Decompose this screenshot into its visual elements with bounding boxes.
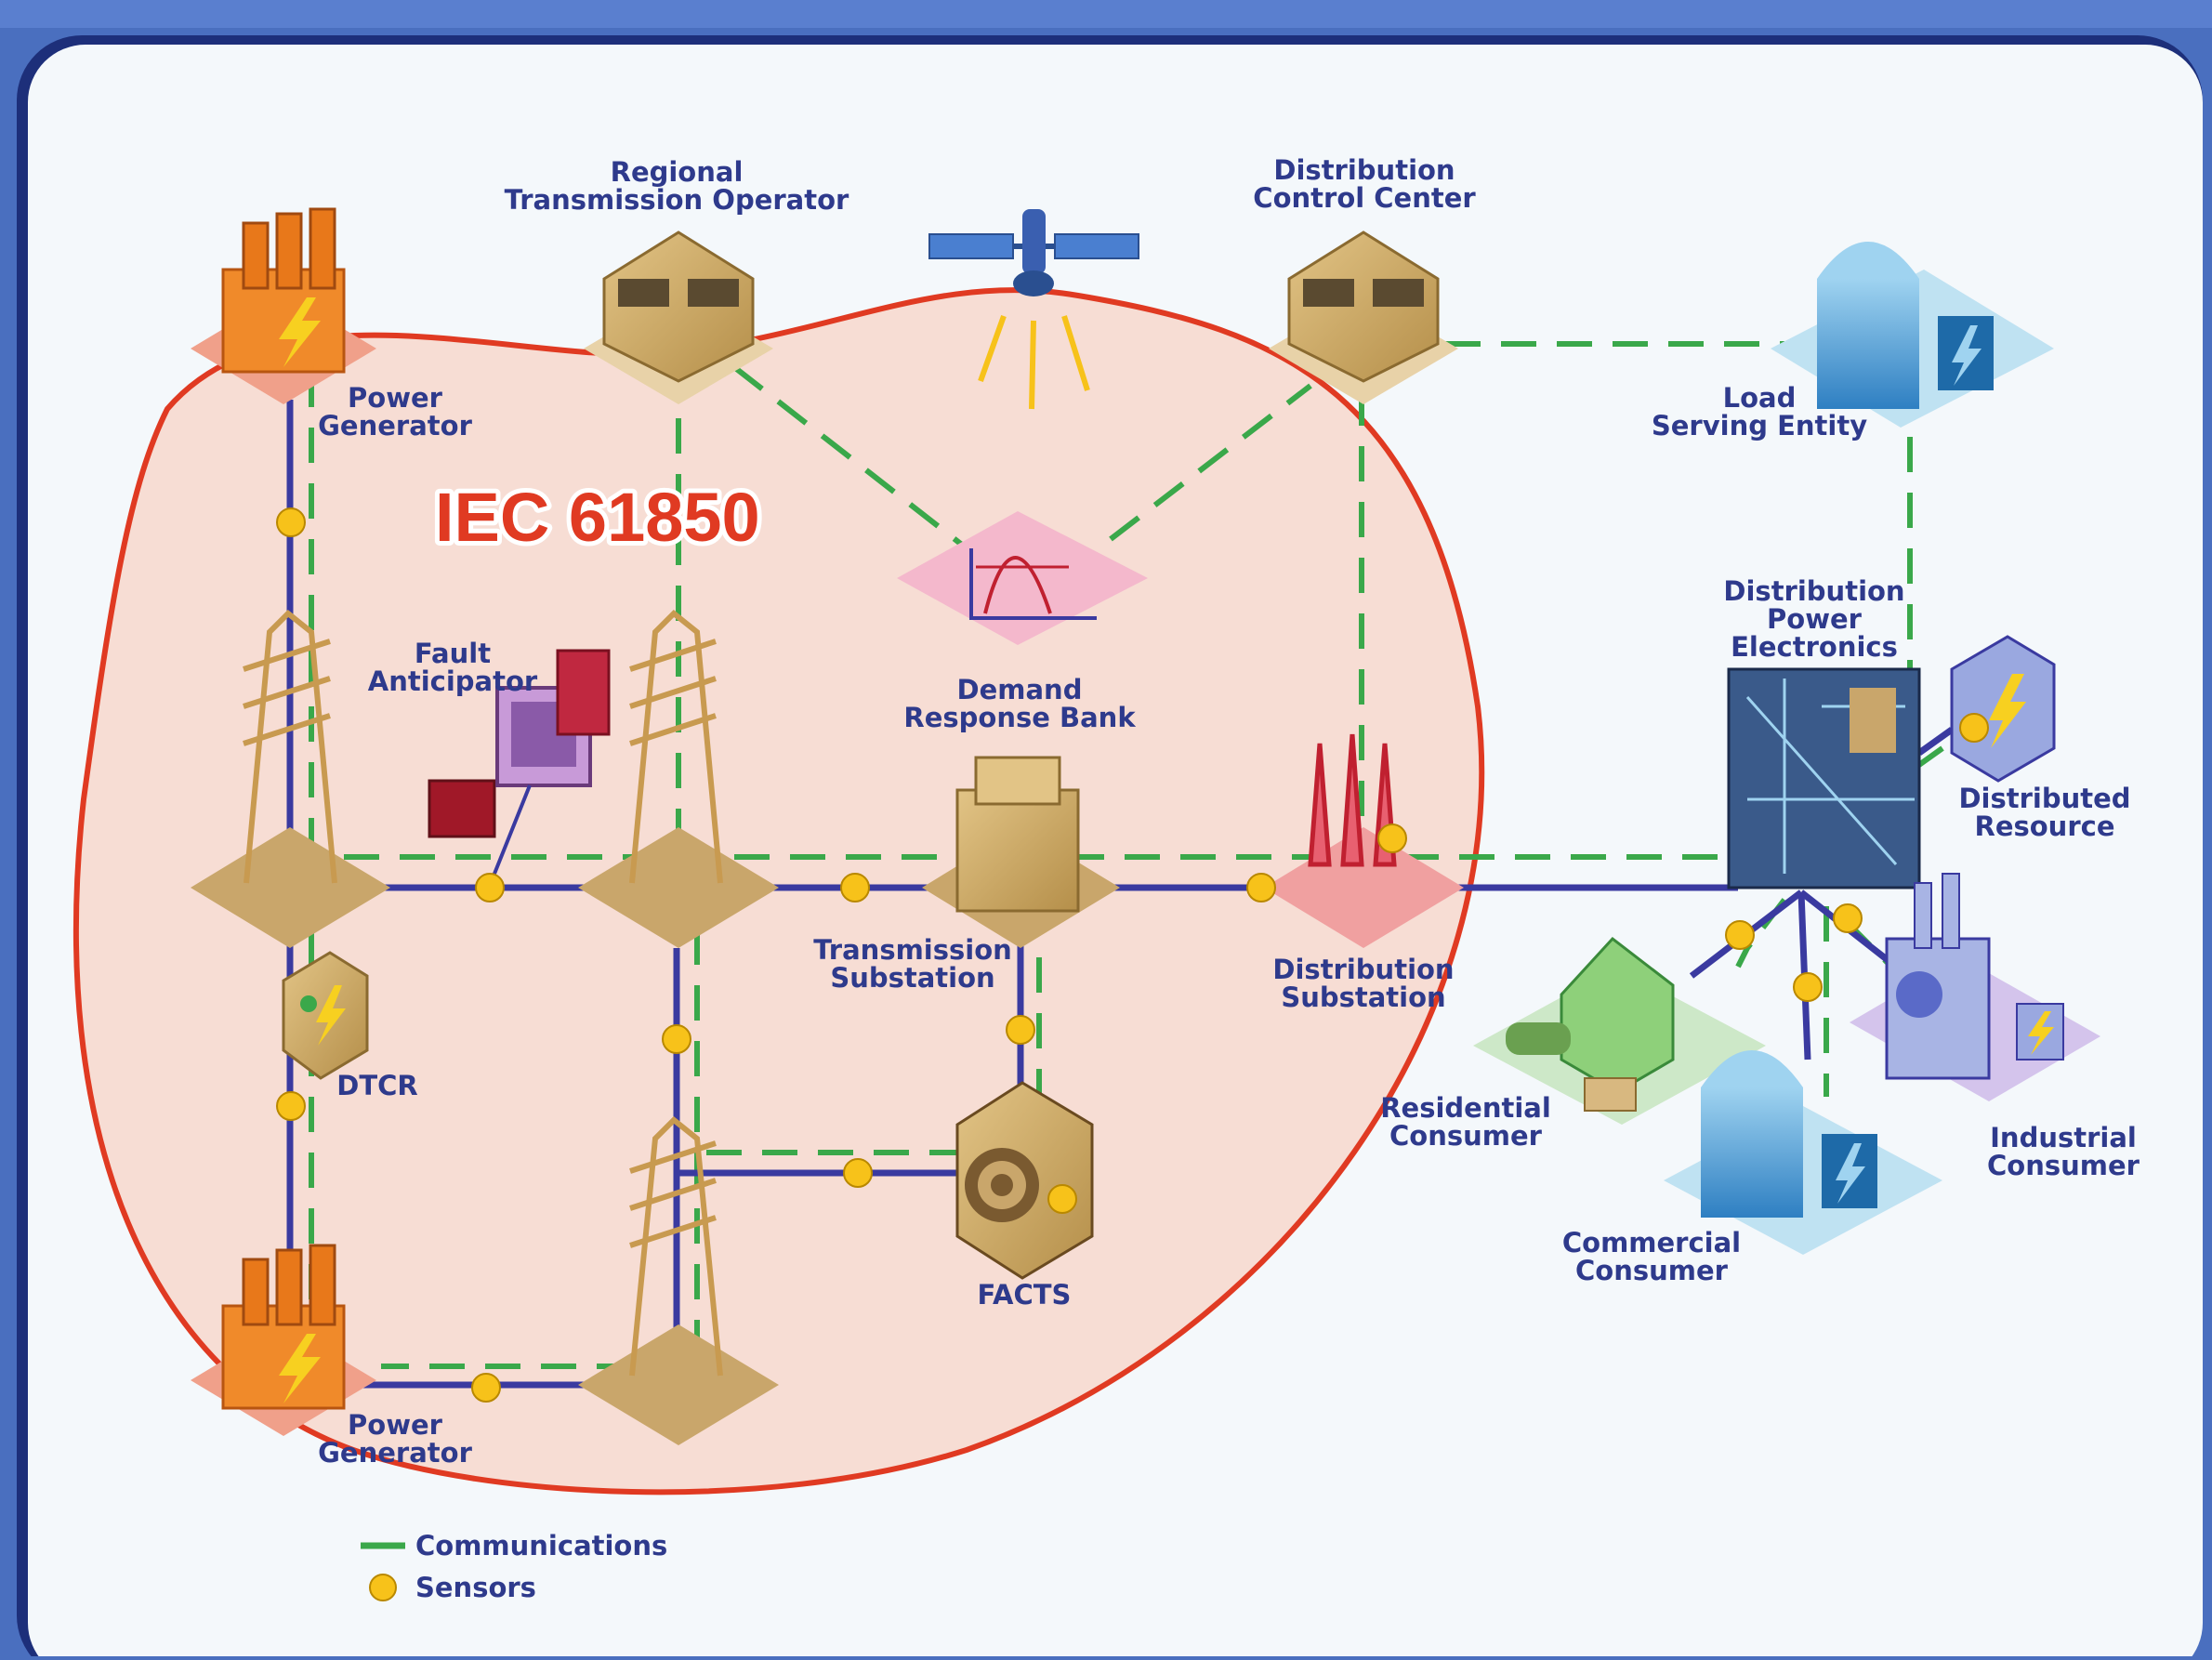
sensor-dot <box>1047 1184 1077 1214</box>
legend-communications-label: Communications <box>415 1530 667 1561</box>
power-generator-bottom-label-line2: Generator <box>318 1437 472 1469</box>
distribution-power-electronics-panel <box>1727 667 1921 889</box>
distribution-substation-label-line2: Substation <box>1281 982 1445 1013</box>
demand-response-bank-label-line2: Response Bank <box>903 702 1136 733</box>
regional-transmission-operator-building <box>584 231 773 404</box>
iec-61850-label: IEC 61850 <box>435 479 760 556</box>
communications-lines <box>309 341 1944 1376</box>
residential-consumer-label-line2: Consumer <box>1389 1120 1543 1152</box>
regional-transmission-operator-label-line1: Regional <box>611 156 744 188</box>
fault-anticipator-label-line1: Fault <box>415 638 491 669</box>
fault-anticipator-label-line2: Anticipator <box>368 665 538 697</box>
legend-sensor-swatch <box>369 1574 397 1601</box>
regional-transmission-operator-label-line2: Transmission Operator <box>505 184 849 216</box>
sensor-dot <box>475 873 505 902</box>
sensor-dot <box>662 1024 691 1054</box>
distribution-substation-label-line1: Distribution <box>1272 954 1454 985</box>
residential-consumer-house <box>1473 936 1766 1125</box>
transmission-tower-center <box>578 609 779 948</box>
sensor-dot <box>1377 823 1407 853</box>
sensor-dot <box>276 1091 306 1121</box>
sensors <box>276 507 1989 1403</box>
legend-sensors-label: Sensors <box>415 1572 536 1603</box>
sensor-dot <box>1006 1015 1035 1045</box>
power-generator-bottom-label-line1: Power <box>348 1409 443 1441</box>
dtcr-label: DTCR <box>336 1070 417 1101</box>
fault-anticipator-computer <box>428 649 611 879</box>
load-serving-entity-label-line1: Load <box>1723 382 1797 414</box>
industrial-consumer-label-line1: Industrial <box>1990 1122 2137 1153</box>
distribution-control-center-label-line1: Distribution <box>1273 154 1455 186</box>
transmission-substation-label-line1: Transmission <box>813 934 1012 966</box>
node-labels: Regional Transmission Operator Distribut… <box>318 154 2140 1469</box>
iec-61850-region <box>72 287 1485 1495</box>
load-serving-entity-building <box>1771 242 2054 428</box>
sensor-dot <box>843 1158 873 1188</box>
facts-device <box>955 1081 1094 1280</box>
commercial-consumer-label-line2: Consumer <box>1575 1255 1729 1286</box>
sensor-dot <box>1959 713 1989 743</box>
power-generator-top <box>191 207 376 404</box>
distributed-resource-label-line1: Distributed <box>1958 783 2130 814</box>
distribution-power-electronics-label-line3: Electronics <box>1731 631 1898 663</box>
load-serving-entity-label-line2: Serving Entity <box>1652 410 1867 441</box>
distributed-resource-device <box>1950 635 2056 783</box>
power-generator-top-label-line1: Power <box>348 382 443 414</box>
residential-consumer-label-line1: Residential <box>1380 1092 1551 1124</box>
sensor-dot <box>471 1373 501 1403</box>
distribution-control-center-label-line2: Control Center <box>1253 182 1476 214</box>
industrial-consumer-label-line2: Consumer <box>1987 1150 2140 1181</box>
sensor-dot <box>1833 903 1863 933</box>
satellite <box>928 209 1139 410</box>
distribution-control-center-building <box>1269 231 1458 404</box>
power-generator-bottom <box>191 1244 376 1436</box>
transmission-tower-bottom <box>578 1115 779 1445</box>
facts-label: FACTS <box>978 1279 1072 1311</box>
distribution-power-electronics-label-line2: Power <box>1767 603 1863 635</box>
commercial-consumer-label-line1: Commercial <box>1562 1227 1741 1258</box>
transmission-substation-icon <box>922 756 1120 948</box>
commercial-consumer-building <box>1664 1050 1942 1255</box>
sensor-dot <box>1246 873 1276 902</box>
distributed-resource-label-line2: Resource <box>1975 810 2115 842</box>
dtcr-device <box>282 951 369 1080</box>
demand-response-bank-icon <box>897 511 1148 645</box>
transmission-tower-left <box>191 609 390 948</box>
sensor-dot <box>1725 920 1755 950</box>
transmission-substation-label-line2: Substation <box>830 962 994 994</box>
sensor-dot <box>1793 972 1823 1002</box>
frame-top-band <box>0 0 2212 28</box>
distribution-power-electronics-label-line1: Distribution <box>1723 575 1904 607</box>
sensor-dot <box>276 507 306 537</box>
sensor-dot <box>840 873 870 902</box>
demand-response-bank-label-line1: Demand <box>957 674 1083 705</box>
power-generator-top-label-line2: Generator <box>318 410 472 441</box>
legend: Communications Sensors <box>361 1530 667 1603</box>
industrial-consumer-factory <box>1850 873 2100 1101</box>
